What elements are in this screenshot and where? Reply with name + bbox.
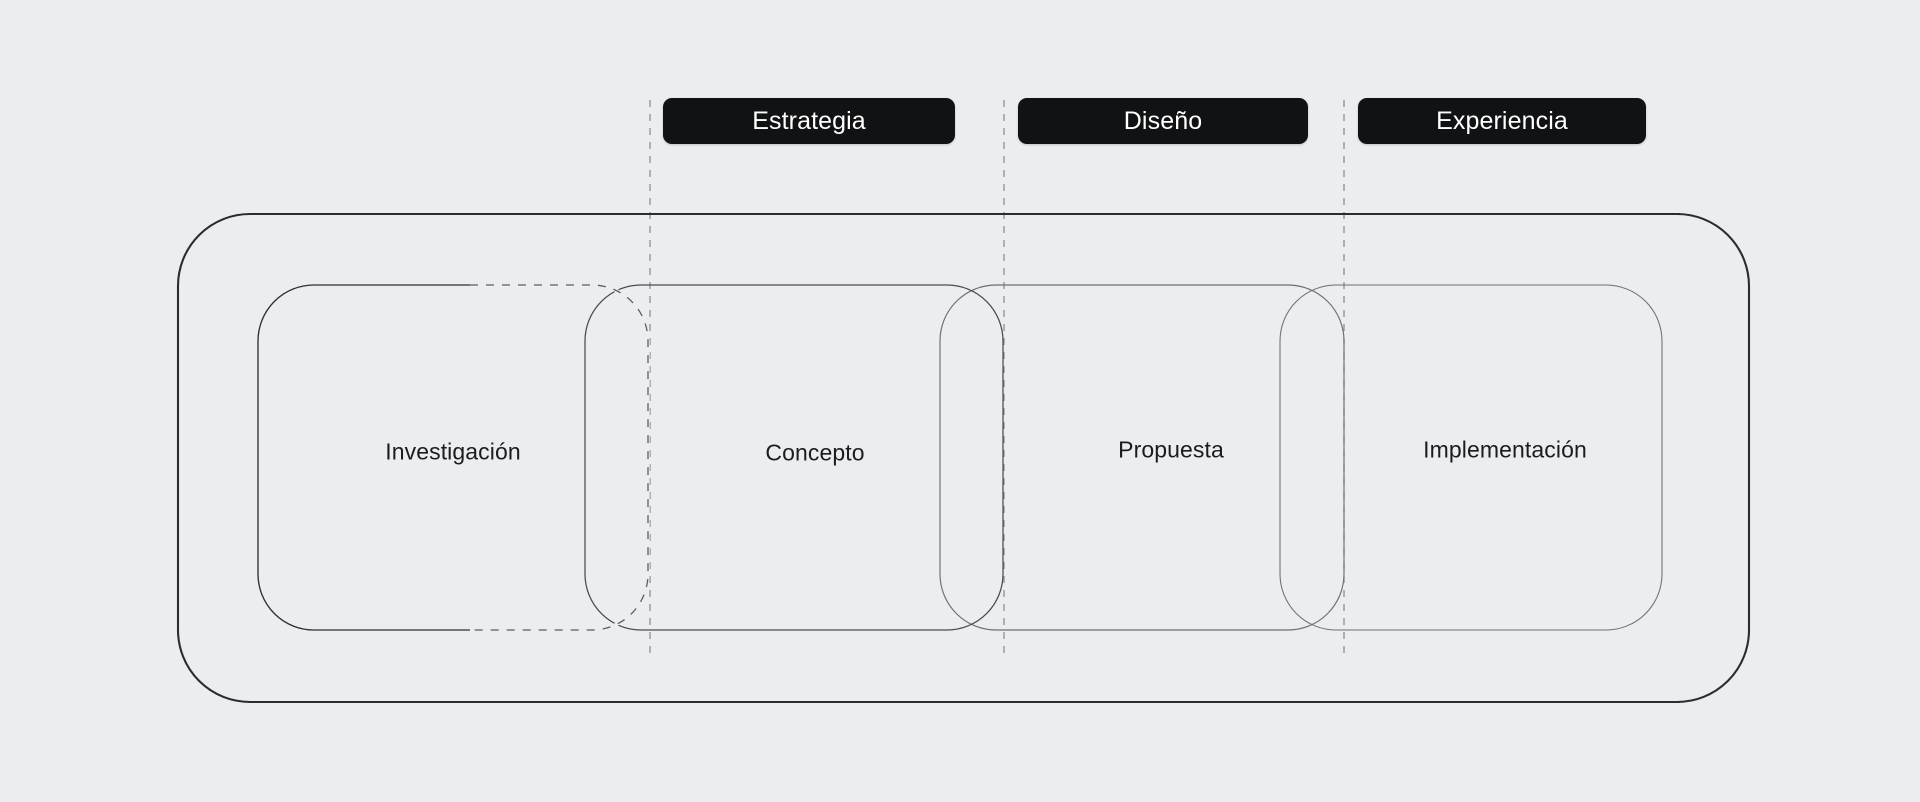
stage-label-propuesta: Propuesta	[1118, 436, 1224, 463]
stage-box-concepto[interactable]	[584, 284, 1004, 631]
stage-box-implementacion[interactable]	[1279, 284, 1663, 631]
stage-label-concepto: Concepto	[765, 439, 865, 466]
phase-pill-label-experiencia: Experiencia	[1436, 106, 1568, 135]
phase-pill-estrategia[interactable]: Estrategia	[663, 98, 955, 144]
stage-label-investigacion: Investigación	[385, 438, 521, 465]
stage-box-investigacion-dashed-overlay	[470, 284, 649, 631]
phase-pill-experiencia[interactable]: Experiencia	[1358, 98, 1646, 144]
phase-pill-diseno[interactable]: Diseño	[1018, 98, 1308, 144]
stage-box-propuesta[interactable]	[939, 284, 1345, 631]
phase-pill-label-diseno: Diseño	[1123, 106, 1203, 135]
phase-pill-label-estrategia: Estrategia	[752, 106, 866, 135]
stage-label-implementacion: Implementación	[1423, 436, 1587, 463]
phase-guide-lines	[649, 100, 1345, 660]
